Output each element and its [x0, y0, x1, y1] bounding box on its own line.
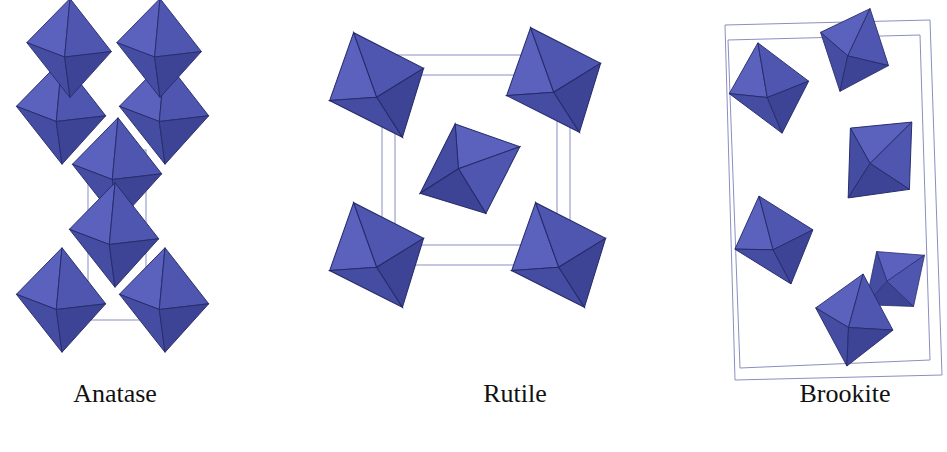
rutile-structure	[308, 7, 628, 328]
anatase-structure	[16, 0, 208, 352]
octahedron	[117, 0, 202, 97]
octahedron	[804, 0, 905, 104]
structure-label: Rutile	[483, 378, 547, 409]
structure-label: Anatase	[73, 378, 157, 409]
octahedron	[815, 94, 943, 224]
octahedron	[308, 182, 446, 328]
octahedron	[119, 248, 208, 353]
octahedron	[807, 267, 902, 373]
octahedron	[485, 7, 623, 153]
octahedron	[490, 182, 628, 328]
octahedron	[400, 103, 539, 235]
brookite-structure	[718, 0, 945, 380]
octahedron	[308, 12, 446, 158]
structure-label: Brookite	[800, 378, 891, 409]
octahedron	[721, 183, 828, 298]
octahedron	[16, 248, 105, 353]
octahedron	[718, 33, 819, 144]
octahedron	[27, 0, 112, 97]
